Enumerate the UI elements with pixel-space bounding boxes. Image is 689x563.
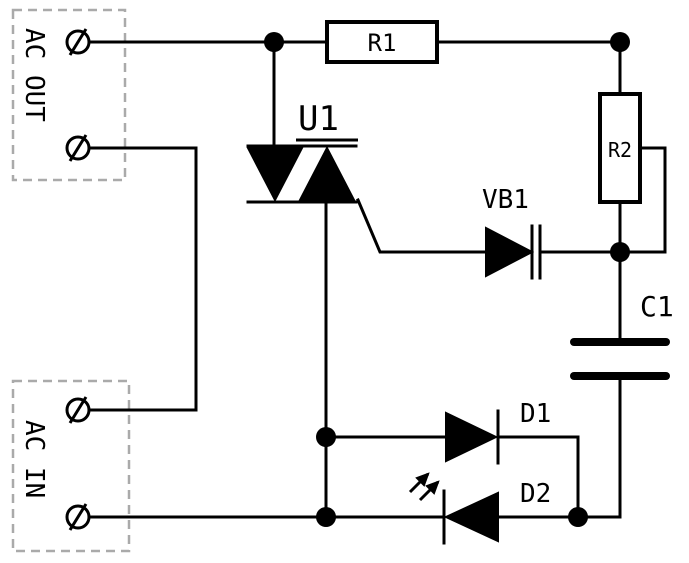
r2-label: R2 [608, 138, 632, 162]
ac-in-connector-outline [11, 379, 131, 553]
capacitor-c1[interactable]: C1 [570, 290, 674, 380]
ac-out-connector-outline [11, 8, 127, 182]
junction-dot [316, 507, 336, 527]
u1-label: U1 [298, 99, 339, 139]
ac-in-terminal-2[interactable] [65, 503, 91, 531]
wire-top-right [435, 40, 622, 96]
led-d2[interactable]: D2 [408, 472, 551, 545]
ac-out-connector: AC OUT [11, 8, 127, 182]
junction-dot [610, 242, 630, 262]
resistor-r1[interactable]: R1 [325, 20, 439, 64]
wire-c1-bottom [576, 374, 622, 519]
diode-vb1[interactable]: VB1 [482, 185, 542, 280]
ac-out-terminal-2[interactable] [65, 134, 91, 162]
junction-dot [316, 427, 336, 447]
d2-label: D2 [520, 479, 551, 509]
junction-dot [264, 32, 284, 52]
junction-dot [568, 507, 588, 527]
vb1-label: VB1 [482, 185, 529, 215]
junctions [264, 32, 630, 527]
ac-in-label: AC IN [19, 420, 49, 498]
c1-label: C1 [640, 290, 674, 323]
ac-out-terminal-1[interactable] [65, 28, 91, 56]
diode-d1[interactable]: D1 [445, 399, 551, 465]
wire-r2-wiper [618, 146, 667, 254]
wire-out-in-link [88, 146, 198, 412]
resistor-r2[interactable]: R2 [598, 92, 642, 204]
triac-u1[interactable]: U1 [246, 99, 358, 204]
junction-dot [610, 32, 630, 52]
wires [88, 40, 667, 519]
wire-d1-right [496, 435, 580, 519]
ac-in-terminal-1[interactable] [65, 396, 91, 424]
r1-label: R1 [368, 29, 397, 57]
ac-in-connector: AC IN [11, 379, 131, 553]
wire-triac-gate [356, 198, 486, 254]
d1-label: D1 [520, 399, 551, 429]
light-emission-icon [408, 472, 440, 502]
ac-out-label: AC OUT [19, 28, 49, 122]
